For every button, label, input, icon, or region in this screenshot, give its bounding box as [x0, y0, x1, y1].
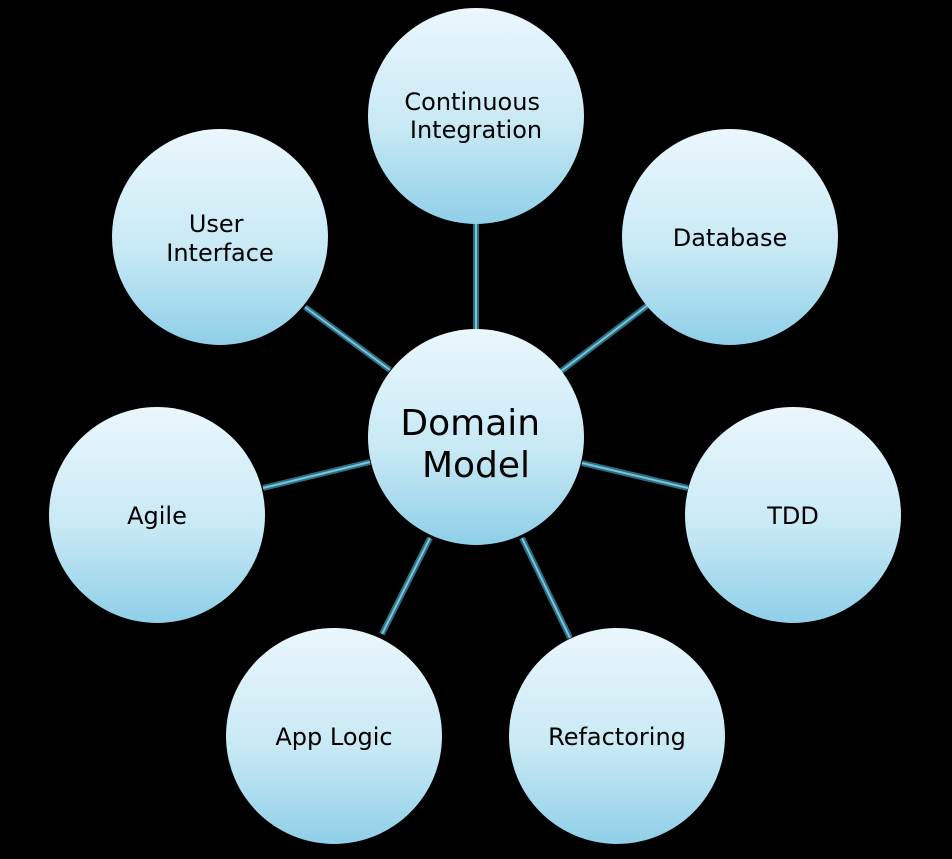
connector-user-interface — [303, 304, 392, 373]
node-label: Database — [673, 224, 788, 252]
node-user-interface: User Interface — [112, 129, 328, 345]
node-label: App Logic — [275, 723, 392, 751]
connector-tdd — [581, 460, 689, 491]
node-agile: Agile — [49, 407, 265, 623]
node-label: Refactoring — [548, 723, 686, 751]
connector-agile — [262, 459, 371, 491]
center-label: Domain Model — [400, 403, 551, 486]
connectors — [262, 220, 689, 640]
node-label: User Interface — [166, 210, 273, 267]
connector-refactoring — [519, 536, 573, 640]
node-tdd: TDD — [685, 407, 901, 623]
node-refactoring: Refactoring — [509, 628, 725, 844]
node-label: TDD — [766, 502, 819, 530]
node-database: Database — [622, 129, 838, 345]
node-continuous-integration: Continuous Integration — [368, 8, 584, 224]
node-label: Agile — [127, 502, 187, 530]
node-label: Continuous Integration — [404, 88, 547, 144]
node-app-logic: App Logic — [226, 628, 442, 844]
connector-app-logic — [379, 536, 433, 636]
connector-database — [558, 302, 650, 375]
node-domain-model: Domain Model — [368, 329, 584, 545]
